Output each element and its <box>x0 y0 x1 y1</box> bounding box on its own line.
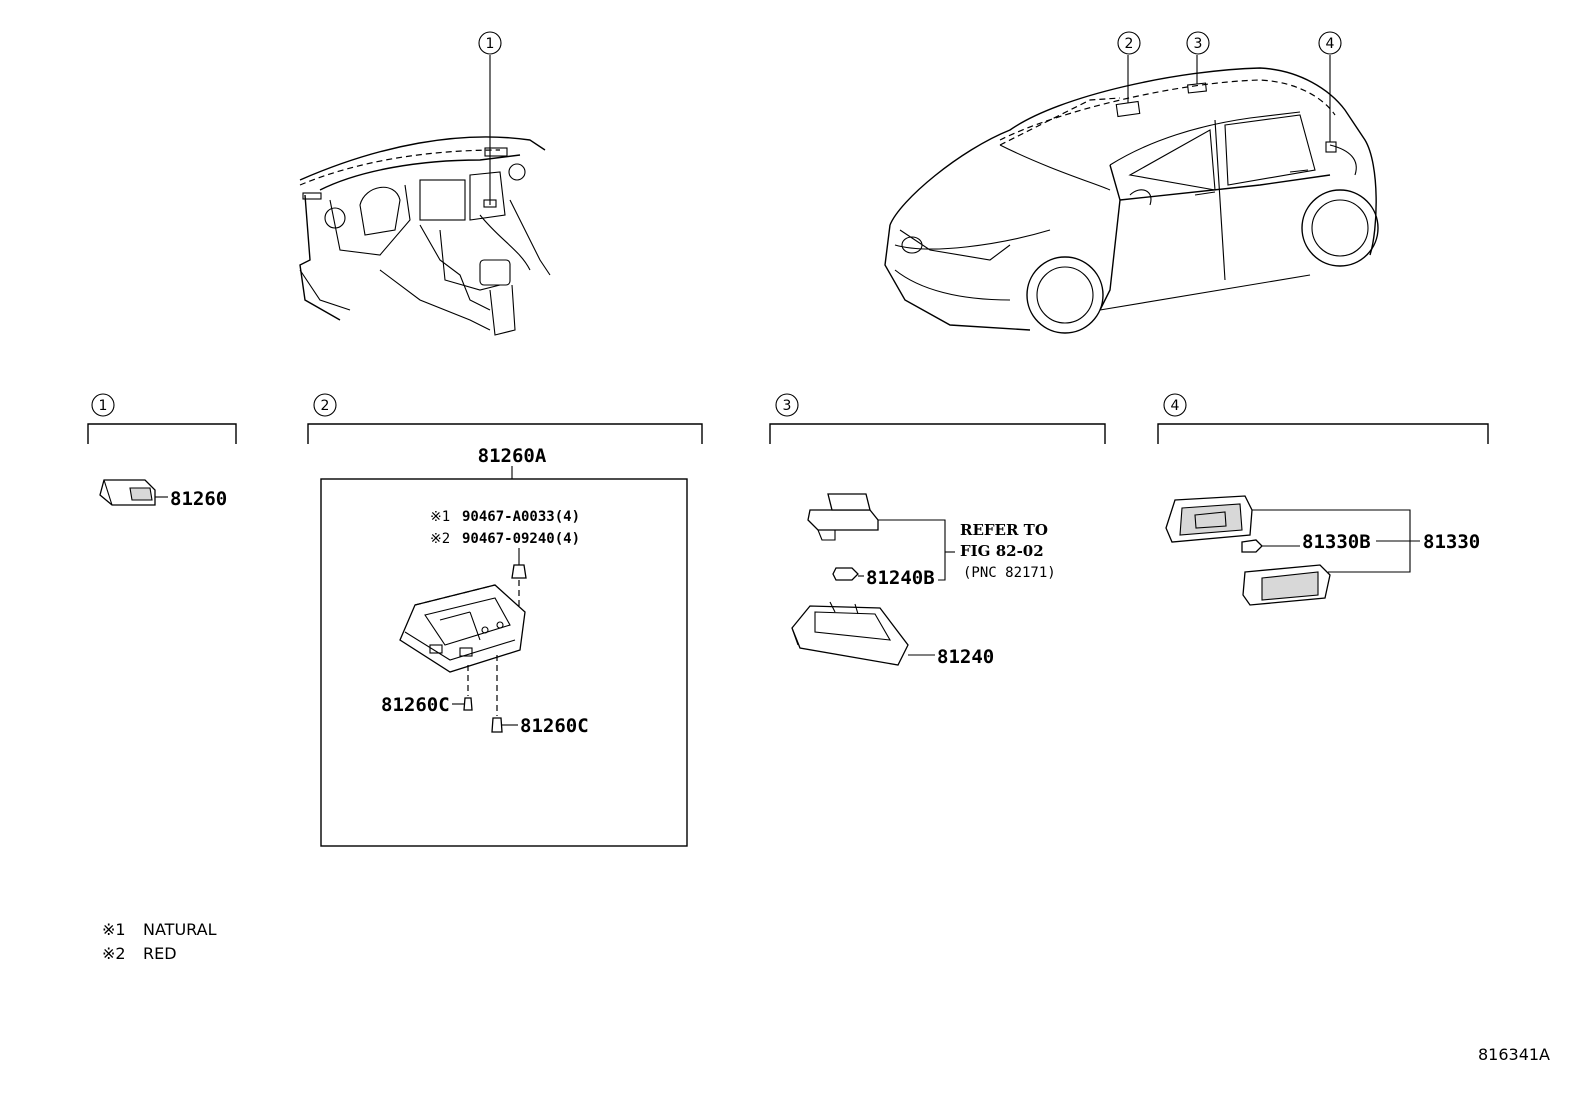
bulb-right-icon <box>491 717 503 733</box>
section-2-number: 2 <box>321 398 330 414</box>
section-4-number: 4 <box>1171 398 1180 414</box>
callout-2: 2 <box>1117 31 1141 55</box>
screw-note1-mark: ※1 <box>430 509 450 525</box>
callout-4: 4 <box>1318 31 1342 55</box>
section-4: 4 81330B 81330 <box>1157 393 1489 606</box>
part-number-81260C-right: 81260C <box>520 715 589 737</box>
part-number-81330B: 81330B <box>1302 531 1371 553</box>
callout-3: 3 <box>1186 31 1210 55</box>
assembly-box <box>320 478 688 847</box>
lamp-housing-81240 <box>791 601 909 666</box>
dashboard-illustration <box>299 55 551 336</box>
car-illustration <box>884 55 1379 334</box>
bulb-81240B-icon <box>832 567 859 581</box>
bulb-left-icon <box>463 697 473 711</box>
screw-note1: 90467-A0033(4) <box>462 509 580 525</box>
section-3: 3 REFER TO FIG 82-02 (PNC 82171) 81240B … <box>769 393 1106 668</box>
lamp-lens-unit <box>807 493 879 541</box>
legend-text-red: RED <box>143 944 177 963</box>
part-number-81330: 81330 <box>1423 531 1480 553</box>
screw-note2-mark: ※2 <box>430 531 450 547</box>
screw-icon <box>511 564 527 579</box>
section-1-number: 1 <box>99 398 108 414</box>
section-3-number: 3 <box>783 398 792 414</box>
callout-1: 1 <box>478 31 502 55</box>
room-lamp-housing-81260A <box>399 584 526 716</box>
luggage-lamp-housing <box>1165 495 1253 543</box>
part-number-81260C-left: 81260C <box>381 694 450 716</box>
legend-mark-1: ※1 <box>102 920 126 939</box>
refer-to-text-line1: REFER TO <box>960 521 1048 539</box>
refer-to-text-line3: (PNC 82171) <box>963 565 1056 581</box>
section-1: 1 81260 <box>87 393 237 510</box>
refer-to-text-line2: FIG 82-02 <box>960 542 1044 560</box>
legend-text-natural: NATURAL <box>143 920 217 939</box>
bulb-81330B-icon <box>1241 539 1263 553</box>
part-number-81240: 81240 <box>937 646 994 668</box>
luggage-lamp-lens <box>1242 564 1331 606</box>
callout-2-label: 2 <box>1125 36 1134 52</box>
callout-3-label: 3 <box>1194 36 1203 52</box>
screw-note2: 90467-09240(4) <box>462 531 580 547</box>
part-number-81260: 81260 <box>170 488 227 510</box>
callout-1-label: 1 <box>486 36 495 52</box>
part-number-81240B: 81240B <box>866 567 935 589</box>
section-2: 2 81260A ※1 90467-A0033(4) ※2 90467-0924… <box>307 393 703 847</box>
legend: ※1 NATURAL ※2 RED <box>102 920 217 963</box>
legend-mark-2: ※2 <box>102 944 126 963</box>
figure-id: 816341A <box>1478 1045 1550 1064</box>
callout-4-label: 4 <box>1326 36 1335 52</box>
map-lamp-81260 <box>99 479 168 506</box>
assembly-label-81260A: 81260A <box>478 445 547 467</box>
